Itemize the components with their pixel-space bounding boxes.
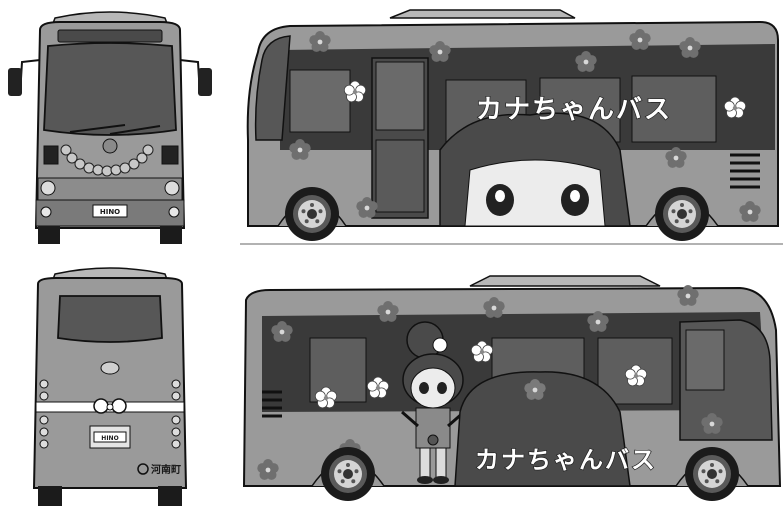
town-name: 河南町 — [151, 463, 181, 476]
bus-name-bottom: カナちゃんバス — [475, 446, 657, 474]
rear-view: HINO 河南町 — [32, 267, 188, 506]
front-view: HINO — [8, 11, 212, 244]
side-view-bottom: カナちゃんバス — [242, 275, 782, 501]
bus-name-top: カナちゃんバス — [476, 95, 672, 125]
rear-brand-plate: HINO — [101, 435, 118, 442]
side-view-top: カナちゃんバス — [240, 9, 783, 245]
front-brand-plate: HINO — [100, 208, 120, 216]
mascot-character — [401, 321, 465, 484]
